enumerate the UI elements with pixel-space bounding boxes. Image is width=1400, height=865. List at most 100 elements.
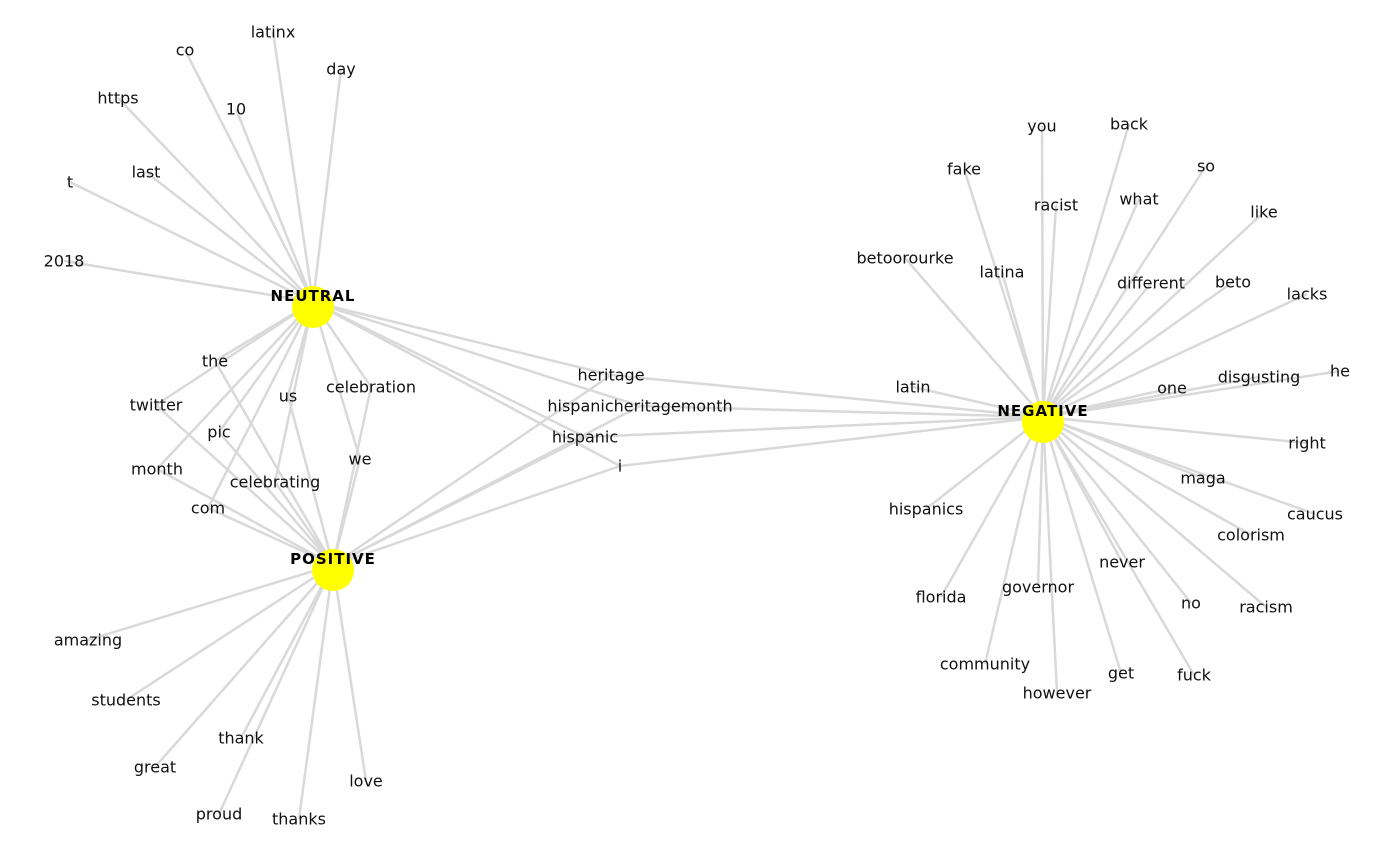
edge-neutral-hispanic bbox=[312, 300, 586, 439]
term-node-thank: thank bbox=[218, 728, 264, 748]
term-node-t: t bbox=[66, 172, 74, 192]
edge-positive-heritage bbox=[332, 373, 612, 567]
term-node-florida: florida bbox=[915, 587, 967, 607]
edge-negative-betoorourke bbox=[904, 257, 1044, 418]
term-node-fake: fake bbox=[947, 159, 981, 179]
edge-negative-so bbox=[1041, 165, 1208, 418]
edge-neutral-heritage bbox=[312, 300, 612, 377]
term-node-different: different bbox=[1117, 273, 1185, 293]
edge-negative-latina bbox=[1000, 271, 1045, 418]
term-node-2018: 2018 bbox=[43, 251, 85, 271]
term-node-hispanics: hispanics bbox=[888, 499, 964, 519]
edge-positive-celebrating bbox=[273, 481, 335, 566]
edge-negative-what bbox=[1041, 198, 1141, 418]
term-node-racist: racist bbox=[1033, 195, 1079, 215]
term-node-amazing: amazing bbox=[53, 630, 123, 650]
edge-neutral-2018 bbox=[63, 259, 314, 304]
edge-negative-governor bbox=[1036, 416, 1045, 588]
edge-neutral-co bbox=[183, 49, 315, 303]
term-node-month: month bbox=[131, 459, 183, 479]
edge-positive-amazing bbox=[87, 563, 334, 642]
edge-negative-different bbox=[1042, 282, 1152, 418]
edge-positive-love bbox=[331, 564, 368, 782]
term-node-caucus: caucus bbox=[1286, 504, 1344, 524]
edge-negative-you bbox=[1040, 125, 1045, 418]
term-node-so: so bbox=[1196, 156, 1216, 176]
edge-positive-proud bbox=[217, 564, 335, 815]
edge-neutral-pic bbox=[217, 301, 315, 433]
edge-neutral-we bbox=[311, 301, 362, 460]
edge-negative-hispanics bbox=[925, 416, 1044, 510]
term-node-never: never bbox=[1099, 552, 1145, 572]
edge-positive-hispanic bbox=[332, 435, 586, 567]
term-node-racism: racism bbox=[1239, 597, 1293, 617]
term-node-love: love bbox=[349, 771, 383, 791]
term-node-com: com bbox=[190, 498, 226, 518]
hub-node-neutral bbox=[292, 286, 334, 328]
term-node-governor: governor bbox=[1001, 577, 1075, 597]
term-node-he: he bbox=[1330, 361, 1350, 381]
term-node-what: what bbox=[1119, 189, 1159, 209]
edge-positive-month bbox=[156, 467, 334, 567]
edge-negative-i bbox=[619, 415, 1044, 468]
term-node-one: one bbox=[1157, 378, 1187, 398]
term-node-you: you bbox=[1027, 116, 1057, 136]
term-node-latin: latin bbox=[895, 377, 931, 397]
term-node-fuck: fuck bbox=[1177, 665, 1211, 685]
term-node-pic: pic bbox=[207, 422, 231, 442]
term-node-no: no bbox=[1181, 593, 1201, 613]
edge-neutral-com bbox=[206, 301, 315, 509]
edge-negative-florida bbox=[939, 416, 1045, 598]
edge-negative-right bbox=[1042, 415, 1308, 445]
term-node-heritage: heritage bbox=[577, 365, 645, 385]
edge-positive-students bbox=[125, 563, 334, 702]
term-node-maga: maga bbox=[1180, 468, 1226, 488]
edge-positive-twitter bbox=[155, 404, 334, 566]
term-node-proud: proud bbox=[195, 804, 243, 824]
term-node-i: i bbox=[617, 456, 623, 476]
edge-positive-com bbox=[207, 506, 334, 567]
hub-label-negative: NEGATIVE bbox=[997, 402, 1089, 420]
term-node-hispanic: hispanic bbox=[551, 427, 619, 447]
edge-positive-thank bbox=[239, 564, 335, 739]
edge-negative-racism bbox=[1042, 416, 1267, 608]
term-node-latina: latina bbox=[979, 262, 1025, 282]
hub-node-positive bbox=[312, 549, 354, 591]
hub-label-positive: POSITIVE bbox=[290, 550, 376, 568]
edge-negative-like bbox=[1042, 211, 1265, 418]
term-node-us: us bbox=[278, 386, 298, 406]
edge-negative-caucus bbox=[1042, 415, 1316, 516]
edge-neutral-hispanicheritagemonth bbox=[312, 300, 641, 408]
edge-positive-we bbox=[331, 458, 362, 566]
edge-negative-colorism bbox=[1042, 415, 1252, 537]
edge-positive-the bbox=[213, 360, 335, 566]
edge-negative-hispanic bbox=[584, 415, 1044, 439]
term-node-10: 10 bbox=[225, 99, 247, 119]
edge-negative-community bbox=[983, 416, 1045, 665]
edge-neutral-i bbox=[312, 300, 621, 468]
edge-neutral-10 bbox=[234, 108, 315, 303]
term-node-beto: beto bbox=[1214, 272, 1252, 292]
edge-positive-i bbox=[332, 464, 621, 567]
term-node-co: co bbox=[175, 40, 195, 60]
edge-positive-us bbox=[286, 395, 335, 566]
edge-negative-he bbox=[1042, 369, 1341, 419]
hub-label-neutral: NEUTRAL bbox=[270, 287, 356, 305]
term-node-community: community bbox=[939, 654, 1031, 674]
term-node-latinx: latinx bbox=[250, 22, 296, 42]
edge-neutral-t bbox=[69, 180, 314, 304]
edge-positive-great bbox=[154, 564, 334, 768]
term-node-colorism: colorism bbox=[1217, 525, 1285, 545]
edge-neutral-latinx bbox=[271, 31, 315, 303]
edge-negative-hispanicheritagemonth bbox=[639, 404, 1044, 419]
edge-negative-lacks bbox=[1042, 292, 1308, 419]
edge-negative-however bbox=[1041, 416, 1059, 694]
term-node-hispanicheritagemonth: hispanicheritagemonth bbox=[547, 396, 733, 416]
term-node-get: get bbox=[1107, 663, 1135, 683]
term-node-betoorourke: betoorourke bbox=[856, 248, 954, 268]
edge-positive-pic bbox=[218, 431, 334, 566]
edge-neutral-last bbox=[145, 171, 314, 303]
edge-negative-back bbox=[1041, 123, 1131, 418]
edge-positive-thanks bbox=[297, 564, 335, 820]
